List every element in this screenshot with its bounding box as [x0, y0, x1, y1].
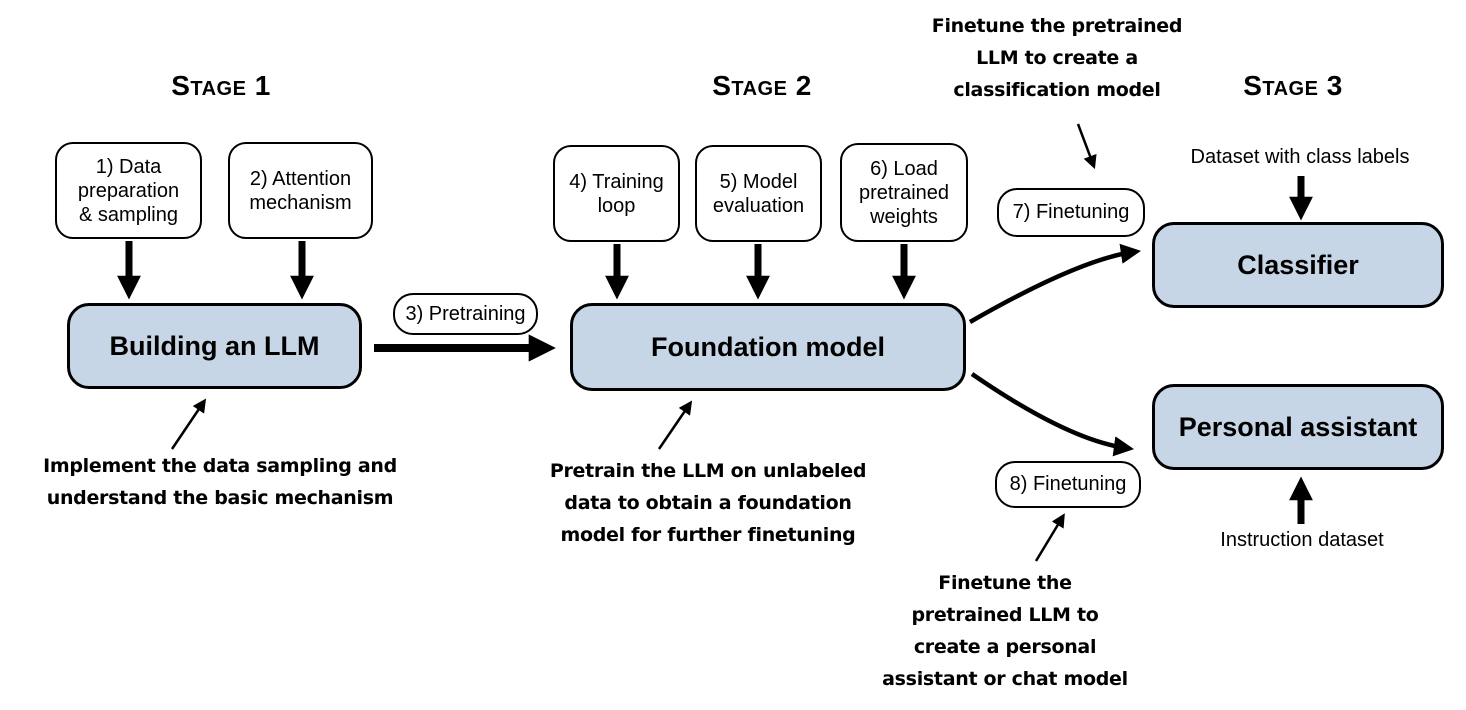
pill-pretraining: 3) Pretraining: [393, 293, 538, 335]
pill-finetuning-7-label: 7) Finetuning: [1012, 201, 1130, 223]
model-box-building-an-llm: Building an LLM: [67, 303, 362, 389]
stage-3-heading-label: Stage 3: [1243, 70, 1343, 101]
step-box-load-pretrained-weights: 6) Load pretrained weights: [840, 143, 968, 242]
model-box-foundation-model-label: Foundation model: [651, 331, 885, 362]
label-instruction-dataset: Instruction dataset: [1220, 529, 1384, 551]
pill-finetuning-8-label: 8) Finetuning: [1009, 473, 1127, 495]
step-box-attention-mechanism-label: 2) Attention mechanism: [249, 167, 352, 214]
note-stage2: Pretrain the LLM on unlabeled data to ob…: [549, 460, 867, 546]
model-box-classifier: Classifier: [1152, 222, 1444, 308]
arrow-note-assistant-to-finetuning8: [1034, 513, 1065, 562]
arrow-note-stage1-to-building: [170, 398, 207, 450]
stage-1-heading-label: Stage 1: [171, 70, 271, 101]
model-box-personal-assistant: Personal assistant: [1152, 384, 1444, 470]
stage-1-heading: Stage 1: [111, 72, 331, 100]
step-box-data-preparation: 1) Data preparation & sampling: [55, 142, 202, 239]
note-personal-assistant: Finetune the pretrained LLM to create a …: [882, 572, 1128, 690]
model-box-personal-assistant-label: Personal assistant: [1178, 411, 1418, 442]
model-box-building-an-llm-label: Building an LLM: [109, 330, 320, 361]
label-dataset-with-class-labels: Dataset with class labels: [1190, 146, 1410, 168]
arrow-foundation-to-classifier: [968, 243, 1142, 324]
stage-3-heading: Stage 3: [1183, 72, 1403, 100]
step-box-attention-mechanism: 2) Attention mechanism: [228, 142, 373, 239]
stage-2-heading-label: Stage 2: [712, 70, 812, 101]
step-box-model-evaluation: 5) Model evaluation: [695, 145, 822, 242]
model-box-classifier-label: Classifier: [1237, 249, 1359, 280]
pill-pretraining-label: 3) Pretraining: [405, 302, 526, 325]
step-box-training-loop-label: 4) Training loop: [569, 170, 664, 217]
arrow-note-classification-to-finetuning7: [1076, 123, 1097, 170]
stage-2-heading: Stage 2: [652, 72, 872, 100]
step-box-model-evaluation-label: 5) Model evaluation: [712, 170, 805, 217]
step-box-data-preparation-label: 1) Data preparation & sampling: [77, 155, 180, 226]
pill-finetuning-8: 8) Finetuning: [995, 461, 1141, 508]
step-box-training-loop: 4) Training loop: [553, 145, 680, 242]
pill-finetuning-7: 7) Finetuning: [997, 188, 1145, 237]
note-stage1: Implement the data sampling and understa…: [43, 455, 397, 509]
arrow-note-stage2-to-foundation: [657, 400, 693, 450]
model-box-foundation-model: Foundation model: [570, 303, 966, 391]
step-box-load-pretrained-weights-label: 6) Load pretrained weights: [858, 157, 950, 228]
arrow-foundation-to-assistant: [970, 372, 1135, 457]
note-classification: Finetune the pretrained LLM to create a …: [931, 15, 1183, 101]
